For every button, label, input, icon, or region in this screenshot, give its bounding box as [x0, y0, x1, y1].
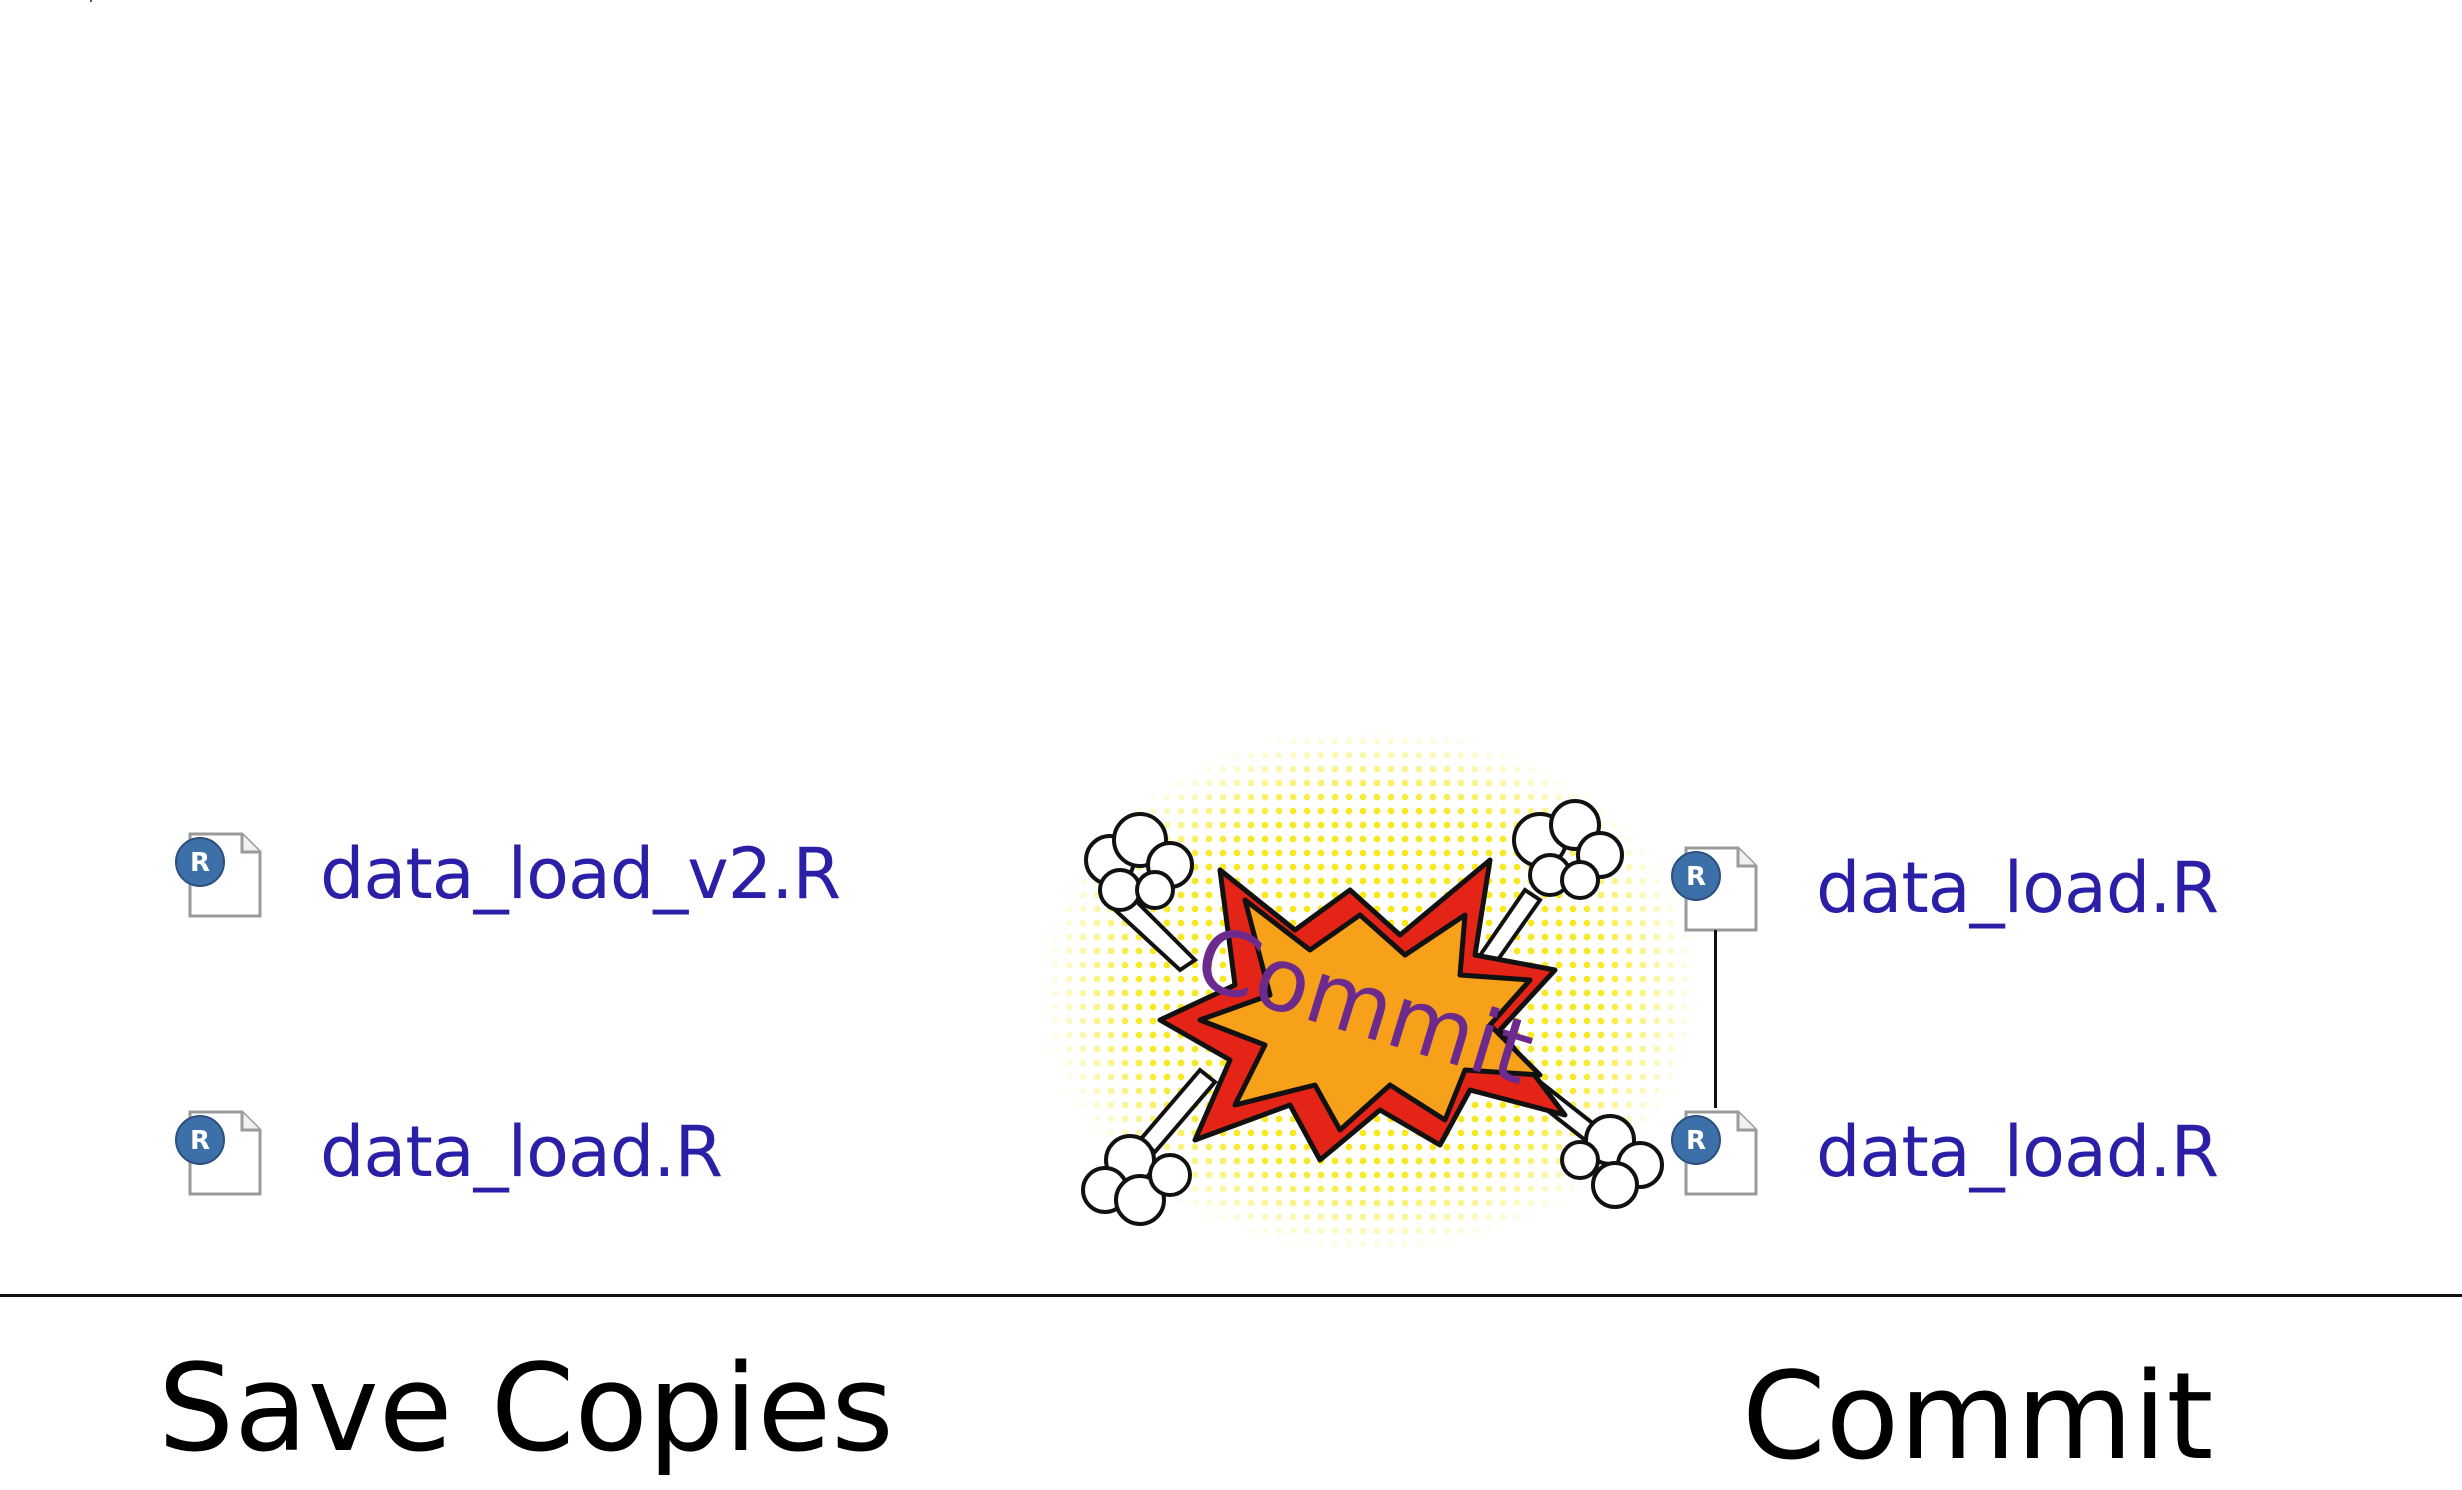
horizontal-divider [0, 1294, 2462, 1297]
file-name: data_load_v2.R [320, 833, 841, 915]
file-name: data_load.R [1816, 847, 2219, 929]
file-item-data-load-v2[interactable]: R data_load_v2.R [168, 822, 841, 926]
svg-text:R: R [1686, 862, 1706, 892]
file-name: data_load.R [320, 1111, 723, 1193]
smoke-puff-top-left [1084, 812, 1199, 973]
caption-save-copies: Save Copies [158, 1340, 894, 1479]
r-file-icon: R [168, 1100, 272, 1204]
burst-orange-star [1197, 897, 1543, 1133]
history-connector-line [1714, 930, 1717, 1108]
file-item-data-load[interactable]: R data_load.R [168, 1100, 723, 1204]
svg-text:R: R [1686, 1126, 1706, 1156]
file-name: data_load.R [1816, 1111, 2219, 1193]
file-item-data-load-committed[interactable]: R data_load.R [1664, 836, 2219, 940]
caption-commit: Commit [1742, 1348, 2214, 1487]
r-file-icon: R [1664, 1100, 1768, 1204]
corner-mark [90, 0, 92, 2]
smoke-puff-bottom-left [1081, 1067, 1218, 1226]
commit-burst-graphic: Commit [1020, 720, 1700, 1260]
file-item-data-load-previous[interactable]: R data_load.R [1664, 1100, 2219, 1204]
r-file-icon: R [168, 822, 272, 926]
svg-text:R: R [190, 848, 210, 878]
svg-text:R: R [190, 1126, 210, 1156]
r-file-icon: R [1664, 836, 1768, 940]
